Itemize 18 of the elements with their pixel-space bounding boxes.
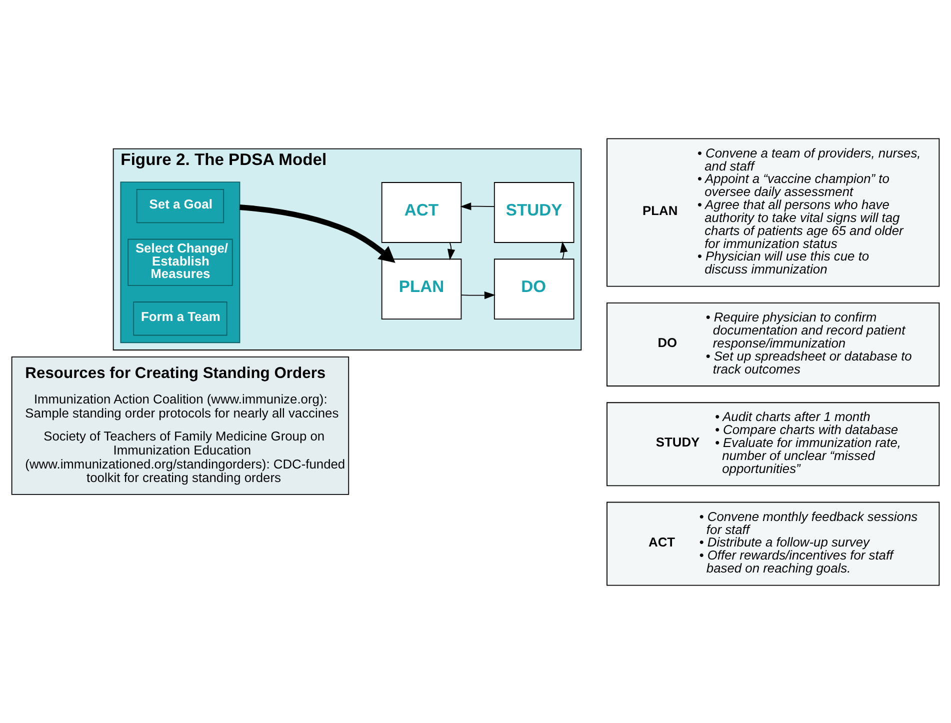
node-box: DO • Require physician to confirm documentation and record patient response/immunization • Set up spreadsheet or database to track outcomes bbox=[606, 302, 940, 386]
node-box: ACT • Convene monthly feedback sessions for staff • Distribute a follow-up survey • Offer rewards/incentives for staff based on reaching goals. bbox=[606, 501, 940, 586]
arrow bbox=[240, 204, 396, 262]
node-box: ACT bbox=[381, 182, 462, 242]
node-box: PLAN bbox=[381, 258, 462, 320]
node-box: Set a Goal bbox=[136, 188, 224, 223]
arrow bbox=[447, 242, 456, 260]
node-box: Select Change/ Establish Measures bbox=[128, 238, 233, 286]
arrow bbox=[560, 240, 568, 259]
node-box: PLAN • Convene a team of providers, nurses, and staff • Appoint a “vaccine champion” to oversee daily assessment • Agree that all persons who have authority to take vital signs will tag charts of patients age 65 and older for immunization status • Physician will use this cue to discuss immunization bbox=[606, 138, 940, 286]
node-box: Form a Team bbox=[133, 301, 228, 336]
node-box: STUDY bbox=[494, 182, 574, 242]
node-box: Resources for Creating Standing Orders Immunization Action Coalition (www.immunize.org): Sample standing order protocols for nearly all vaccines Society of Teachers of Family Medicine Group on Immunization Education (www.immunizationed.org/standingorders): CDC-funded toolkit for creating standing orders bbox=[11, 356, 350, 494]
arrow bbox=[461, 290, 496, 299]
arrow bbox=[460, 202, 495, 210]
cluster bbox=[120, 181, 240, 343]
node-box: STUDY • Audit charts after 1 month • Compare charts with database • Evaluate for immunization rate, number of unclear “missed opportunities” bbox=[606, 402, 940, 486]
node-box: DO bbox=[494, 258, 574, 320]
